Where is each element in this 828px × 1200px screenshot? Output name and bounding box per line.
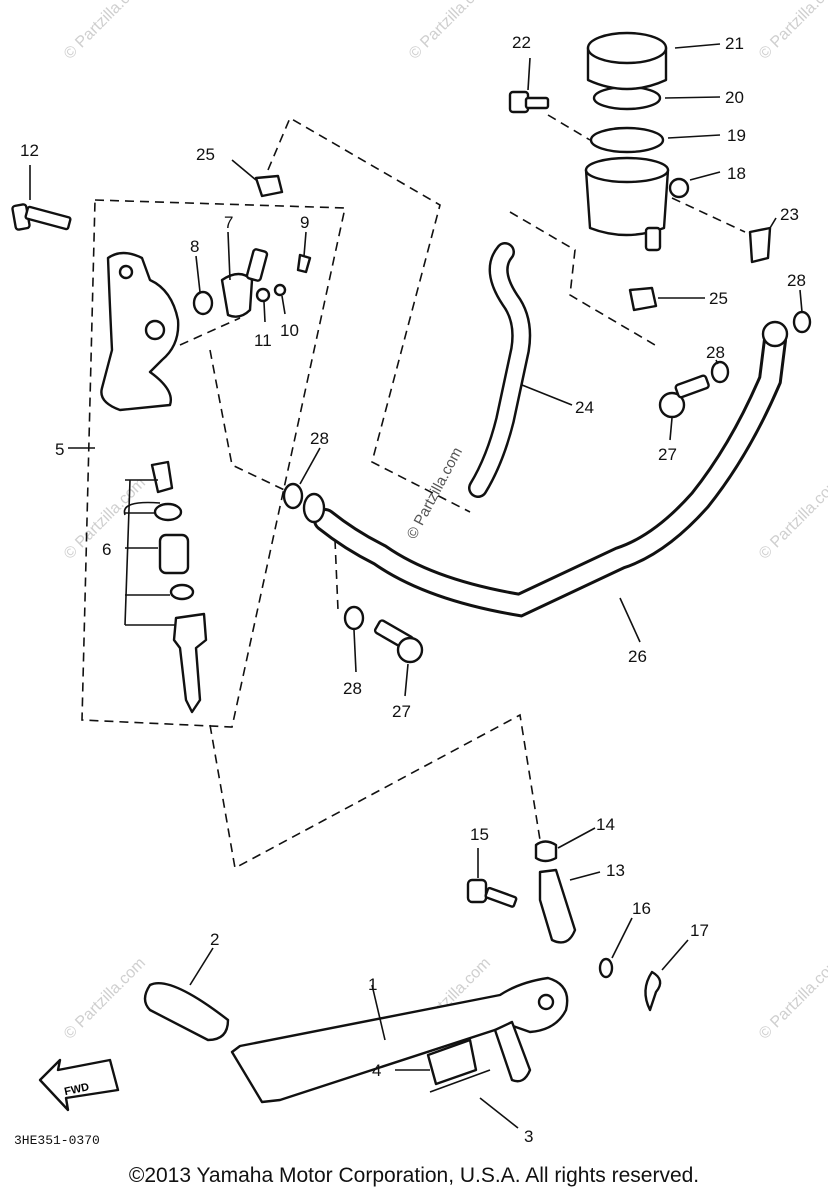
callout-17: 17 — [690, 921, 709, 940]
watermark: © Partzilla.com — [404, 445, 466, 542]
watermark: © Partzilla.com — [61, 0, 149, 63]
fwd-label: FWD — [63, 1081, 90, 1098]
bolt-12 — [11, 203, 72, 231]
watermark: © Partzilla.com — [406, 0, 494, 63]
bracket-23 — [748, 226, 772, 264]
washer-28 — [282, 482, 304, 510]
callout-18: 18 — [727, 164, 746, 183]
callout-19: 19 — [727, 126, 746, 145]
callout-14: 14 — [596, 815, 615, 834]
callout-24: 24 — [575, 398, 594, 417]
reservoir-tank — [584, 156, 690, 252]
hose-joint-7 — [220, 248, 269, 318]
forward-arrow-icon: FWD — [38, 1058, 120, 1112]
callout-20: 20 — [725, 88, 744, 107]
pin-15 — [466, 878, 518, 908]
callout-labels: 1 2 3 4 5 6 7 8 9 10 11 12 13 14 15 16 1… — [20, 33, 806, 1146]
master-cylinder-body — [100, 251, 180, 412]
cotter-pin-17 — [644, 970, 662, 1012]
copyright-notice: ©2013 Yamaha Motor Corporation, U.S.A. A… — [128, 1164, 700, 1187]
callout-27: 27 — [392, 702, 411, 721]
watermark: © Partzilla.com — [756, 955, 828, 1043]
callout-22: 22 — [512, 33, 531, 52]
pedal-rubber-2 — [143, 982, 230, 1042]
watermark: © Partzilla.com — [61, 955, 149, 1043]
collar-4 — [426, 1038, 478, 1086]
callout-28: 28 — [343, 679, 362, 698]
union-bolt-27-lower — [373, 619, 424, 664]
callout-23: 23 — [780, 205, 799, 224]
screw-22 — [508, 90, 550, 114]
washer-28 — [343, 605, 365, 631]
callout-9: 9 — [300, 213, 309, 232]
callout-27: 27 — [658, 445, 677, 464]
callout-28: 28 — [310, 429, 329, 448]
callout-15: 15 — [470, 825, 489, 844]
banjo-fitting — [761, 320, 789, 348]
drawing-code: 3HE351-0370 — [14, 1133, 100, 1148]
washer-28 — [302, 492, 326, 524]
reference-line — [509, 211, 656, 346]
reference-line — [671, 197, 746, 233]
callout-8: 8 — [190, 237, 199, 256]
washer-28 — [710, 360, 730, 384]
screw-9 — [296, 253, 312, 274]
callout-1: 1 — [368, 975, 377, 994]
brake-pedal-1 — [230, 976, 569, 1104]
nut-14 — [534, 840, 558, 863]
washer-10 — [273, 283, 287, 297]
callout-28: 28 — [787, 271, 806, 290]
watermarks: © Partzilla.com © Partzilla.com © Partzi… — [61, 0, 828, 1043]
callout-11: 11 — [254, 331, 272, 350]
callout-2: 2 — [210, 930, 219, 949]
clamp-25-upper — [254, 174, 284, 198]
callout-25: 25 — [709, 289, 728, 308]
callout-3: 3 — [524, 1127, 533, 1146]
watermark: © Partzilla.com — [756, 475, 828, 563]
callout-6: 6 — [102, 540, 111, 559]
reference-line — [334, 539, 339, 611]
washer-16 — [598, 957, 614, 979]
callout-5: 5 — [55, 440, 64, 459]
watermark: © Partzilla.com — [756, 0, 828, 63]
leader-lines — [29, 43, 803, 1129]
callout-7: 7 — [224, 213, 233, 232]
clamp-25-lower — [628, 286, 658, 312]
callout-25: 25 — [196, 145, 215, 164]
callout-12: 12 — [20, 141, 39, 160]
callout-16: 16 — [632, 899, 651, 918]
diaphragm-19 — [589, 126, 665, 154]
union-bolt-27-upper — [658, 374, 710, 419]
o-ring-8 — [192, 290, 214, 316]
assembly-boundary — [81, 199, 346, 728]
callout-10: 10 — [280, 321, 299, 340]
washer-11 — [255, 287, 271, 303]
washer-28 — [792, 310, 812, 334]
callout-28: 28 — [706, 343, 725, 362]
callout-26: 26 — [628, 647, 647, 666]
reference-line — [547, 114, 591, 141]
callout-21: 21 — [725, 34, 744, 53]
spring-3 — [429, 1069, 491, 1093]
reference-line — [209, 349, 296, 496]
reference-line — [267, 116, 471, 513]
pedal-arm — [493, 1020, 532, 1083]
callout-4: 4 — [372, 1061, 381, 1080]
callout-13: 13 — [606, 861, 625, 880]
plate-20 — [592, 85, 662, 111]
reference-line — [179, 317, 241, 346]
rod-end-13 — [538, 868, 577, 944]
piston-kit — [124, 460, 208, 714]
reference-line — [209, 713, 541, 870]
